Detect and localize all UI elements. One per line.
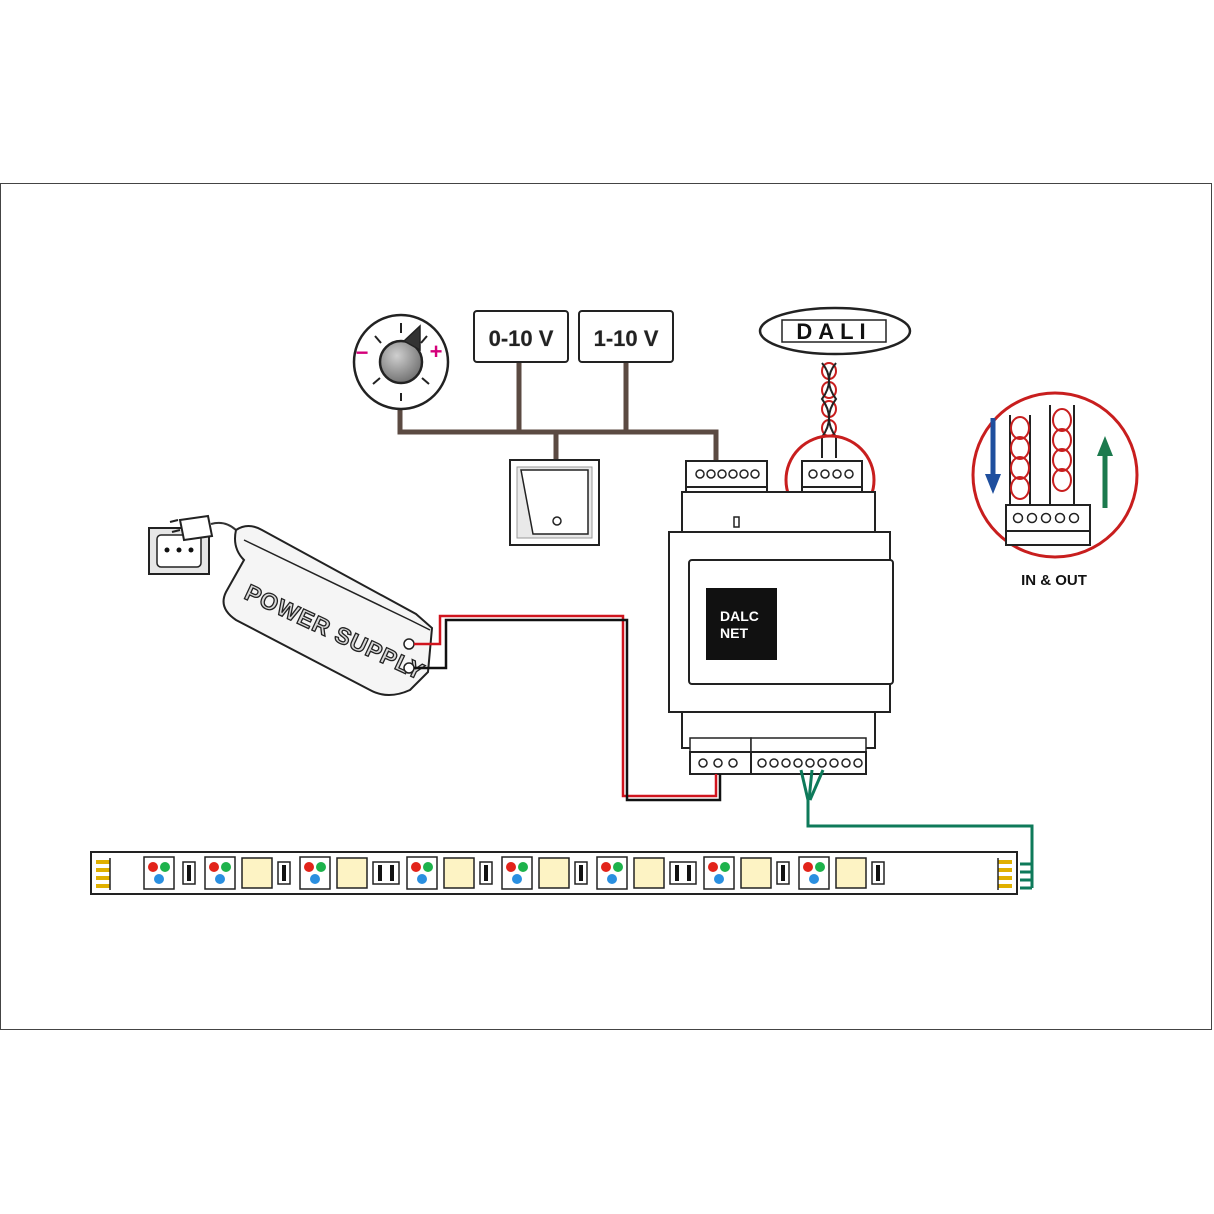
rgb-led-chip <box>703 856 735 890</box>
resistor <box>776 861 790 885</box>
warm-white-led-chip <box>740 857 772 889</box>
rgb-led-chip <box>204 856 236 890</box>
power-supply: POWER SUPPLY <box>222 525 434 696</box>
label-1-10v: 1-10 V <box>594 326 659 351</box>
resistor <box>871 861 885 885</box>
rgb-led-chip <box>406 856 438 890</box>
rgb-led-chip <box>299 856 331 890</box>
strip-chips <box>143 856 885 890</box>
signal-1-10v-box: 1-10 V <box>578 310 674 363</box>
potentiometer-knob: − + <box>352 313 450 411</box>
signal-0-10v-box: 0-10 V <box>473 310 569 363</box>
warm-white-led-chip <box>241 857 273 889</box>
resistor <box>479 861 493 885</box>
warm-white-led-chip <box>443 857 475 889</box>
dali-twisted-pair <box>820 362 838 458</box>
resistor-pair <box>669 861 697 885</box>
mains-plug <box>169 514 237 542</box>
rgb-led-chip <box>501 856 533 890</box>
resistor-pair <box>372 861 400 885</box>
dali-bus-label: DALI <box>758 306 912 356</box>
warm-white-led-chip <box>336 857 368 889</box>
strip-left-pads <box>96 858 111 890</box>
rgb-led-chip <box>798 856 830 890</box>
rgb-led-chip <box>143 856 175 890</box>
warm-white-led-chip <box>835 857 867 889</box>
diagram-frame <box>0 183 1212 1030</box>
in-out-label: IN & OUT <box>1021 572 1087 589</box>
in-out-detail: IN & OUT <box>971 391 1139 589</box>
dalcnet-logo-line1: DALC <box>720 608 759 624</box>
label-0-10v: 0-10 V <box>489 326 554 351</box>
control-wires <box>397 362 719 462</box>
arrow-in-icon <box>985 418 1001 494</box>
led-output-wires <box>799 769 1034 890</box>
resistor <box>277 861 291 885</box>
plus-sign: + <box>430 339 443 364</box>
push-button-switch <box>509 459 600 546</box>
dalcnet-controller: DALC NET <box>668 460 894 775</box>
resistor <box>182 861 196 885</box>
strip-right-pads <box>997 858 1012 890</box>
dali-label: DALI <box>796 319 871 344</box>
rgb-led-chip <box>596 856 628 890</box>
dalcnet-logo <box>706 588 777 660</box>
dalcnet-logo-line2: NET <box>720 625 748 641</box>
warm-white-led-chip <box>538 857 570 889</box>
warm-white-led-chip <box>633 857 665 889</box>
arrow-out-icon <box>1097 436 1113 508</box>
power-wires <box>414 614 722 802</box>
minus-sign: − <box>356 340 369 365</box>
resistor <box>574 861 588 885</box>
led-strip <box>90 851 1018 895</box>
